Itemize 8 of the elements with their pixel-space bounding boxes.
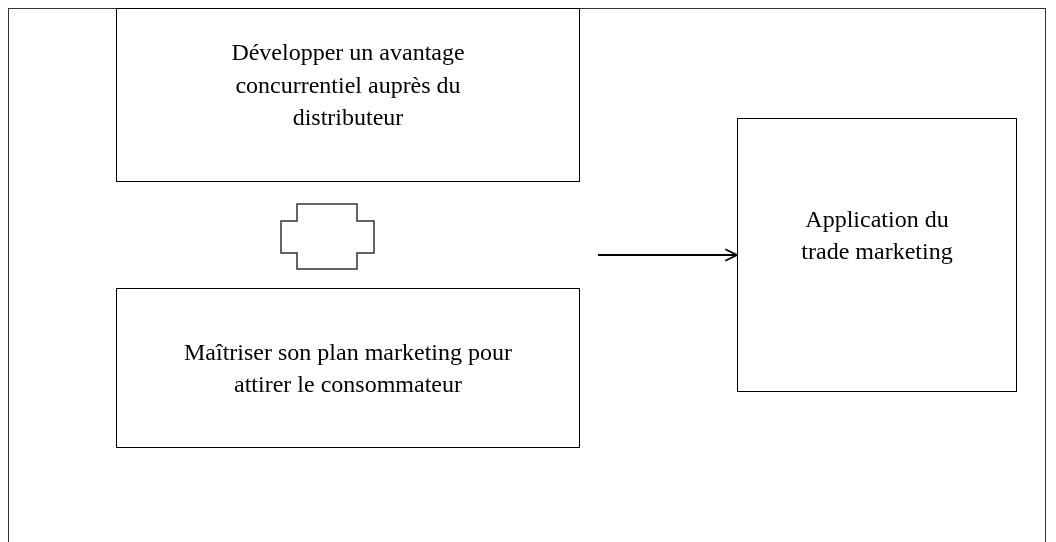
text-box bbox=[737, 118, 1017, 392]
cross-shape bbox=[281, 204, 374, 269]
box-text: Développer un avantage concurrentiel auprès du distributeur bbox=[230, 38, 466, 133]
text-box bbox=[116, 288, 580, 448]
text-box bbox=[116, 8, 580, 182]
arrow bbox=[597, 248, 738, 262]
box-text: Maîtriser son plan marketing pour attirer le consommateur bbox=[183, 337, 513, 399]
box-text: Application du trade marketing bbox=[800, 204, 954, 266]
